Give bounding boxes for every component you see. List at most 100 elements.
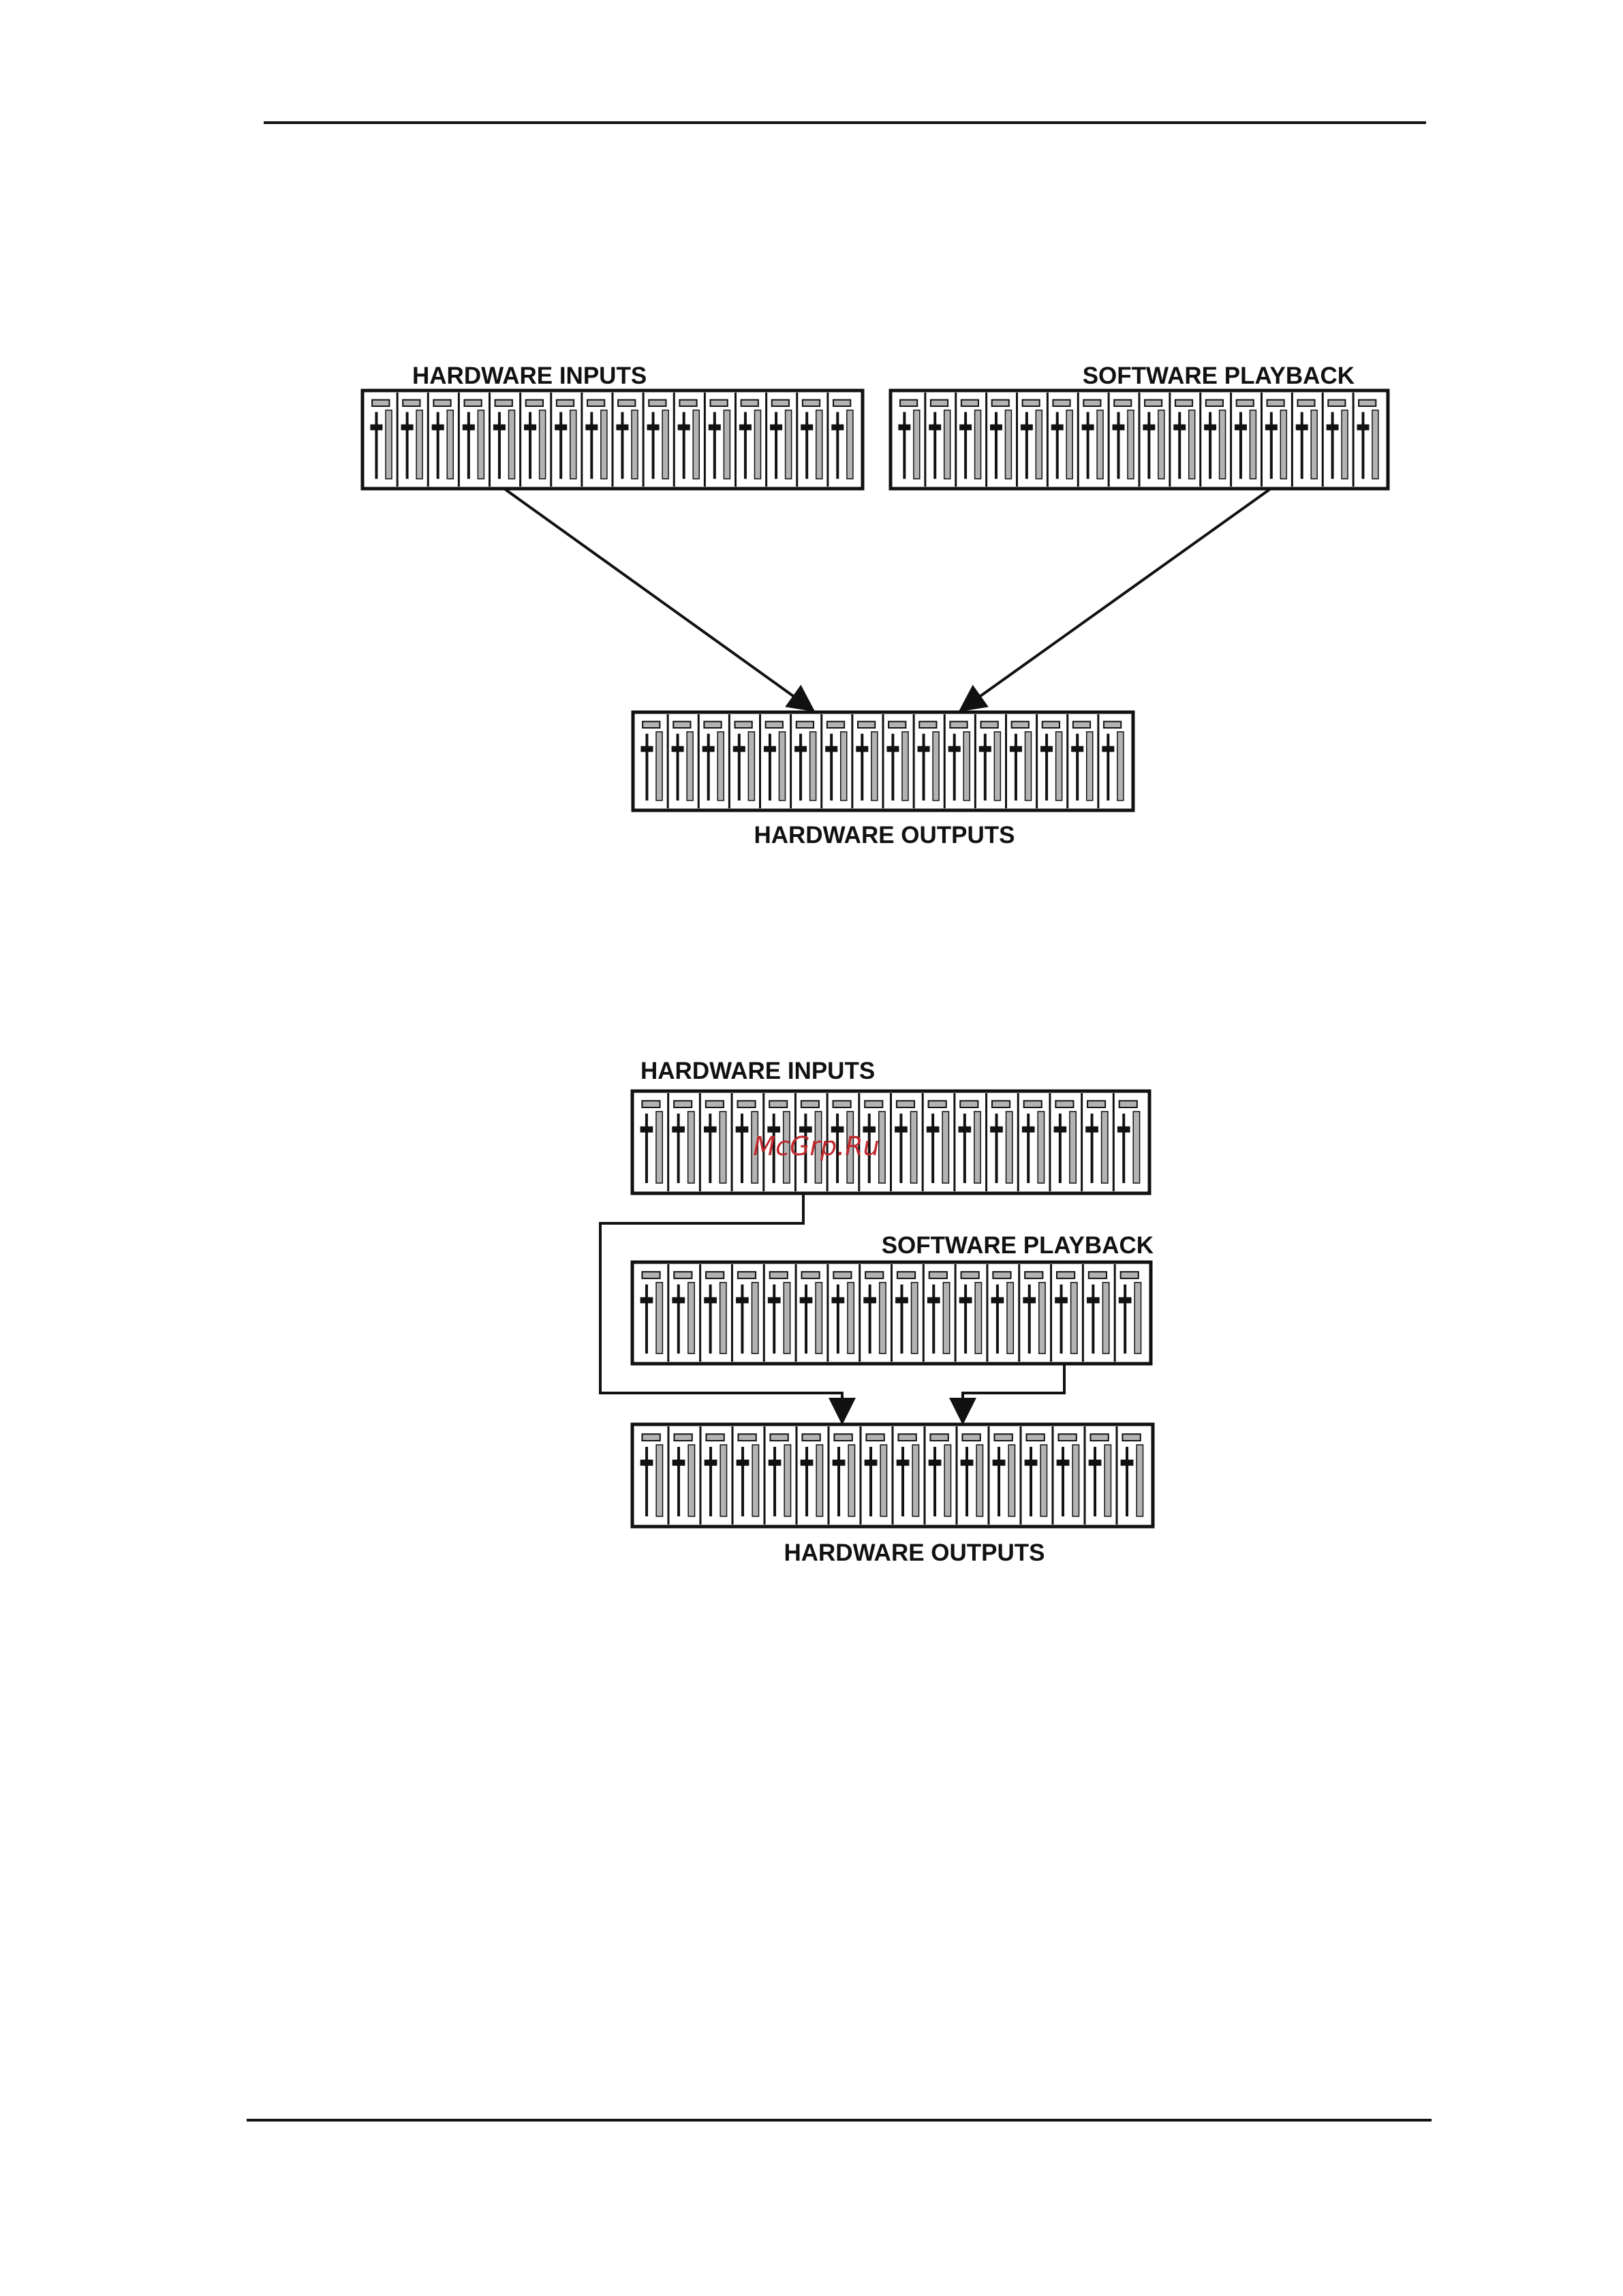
meter-cap — [587, 400, 604, 406]
level-meter — [1311, 410, 1317, 479]
meter-cap — [833, 400, 850, 406]
level-meter — [786, 410, 792, 479]
meter-cap — [770, 1434, 788, 1441]
meter-cap — [403, 400, 420, 406]
level-meter — [1038, 1112, 1044, 1183]
fader-knob — [990, 1127, 1003, 1133]
level-meter — [784, 1445, 790, 1516]
level-meter — [1072, 1445, 1079, 1516]
meter-cap — [1087, 1101, 1105, 1107]
fader-knob — [927, 1297, 940, 1303]
top-hardware-inputs-mixer — [362, 391, 863, 489]
fader-knob — [1102, 746, 1114, 752]
level-meter — [754, 410, 760, 479]
level-meter — [717, 732, 724, 801]
top-arrow-playback-to-outputs — [961, 489, 1271, 710]
meter-cap — [674, 1272, 692, 1279]
fader-knob — [764, 746, 776, 752]
meter-cap — [992, 400, 1009, 406]
fader-knob — [863, 1297, 876, 1303]
fader-knob — [1113, 425, 1125, 431]
meter-cap — [834, 1434, 852, 1441]
level-meter — [975, 410, 981, 479]
fader-knob — [524, 425, 536, 431]
level-meter — [1056, 732, 1062, 801]
level-meter — [912, 1445, 918, 1516]
meter-cap — [1206, 400, 1223, 406]
top-software-playback-mixer — [891, 391, 1388, 489]
meter-cap — [833, 1272, 851, 1279]
fader-knob — [1055, 1297, 1068, 1303]
meter-cap — [1023, 400, 1040, 406]
meter-cap — [735, 722, 752, 728]
fader-knob — [769, 1460, 782, 1466]
level-meter — [1036, 410, 1042, 479]
level-meter — [1070, 1112, 1076, 1183]
level-meter — [1134, 1283, 1141, 1353]
meter-cap — [1175, 400, 1192, 406]
fader-knob — [1087, 1297, 1100, 1303]
meter-cap — [803, 400, 820, 406]
fader-knob — [1082, 425, 1094, 431]
fader-knob — [979, 746, 991, 752]
meter-cap — [929, 1272, 947, 1279]
level-meter — [1005, 410, 1011, 479]
fader-knob — [801, 1460, 814, 1466]
level-meter — [933, 732, 939, 801]
fader-knob — [800, 1297, 813, 1303]
fader-knob — [640, 1297, 653, 1303]
fader-knob — [1010, 746, 1022, 752]
level-meter — [943, 1283, 949, 1353]
meter-cap — [1297, 400, 1314, 406]
fader-knob — [1022, 1127, 1035, 1133]
meter-cap — [433, 400, 450, 406]
level-meter — [902, 732, 908, 801]
meter-cap — [706, 1434, 724, 1441]
meter-cap — [769, 1101, 787, 1107]
level-meter — [784, 1283, 790, 1353]
meter-cap — [642, 1434, 660, 1441]
fader-knob — [1023, 1297, 1036, 1303]
meter-cap — [1122, 1434, 1140, 1441]
level-meter — [416, 410, 422, 479]
meter-cap — [642, 1101, 660, 1107]
meter-cap — [557, 400, 574, 406]
meter-cap — [961, 400, 978, 406]
fader-knob — [1089, 1460, 1102, 1466]
level-meter — [1071, 1283, 1077, 1353]
fader-knob — [959, 425, 972, 431]
level-meter — [386, 410, 392, 479]
level-meter — [871, 732, 878, 801]
level-meter — [1133, 1112, 1139, 1183]
meter-cap — [801, 1272, 819, 1279]
fader-knob — [898, 425, 910, 431]
bottom-hardware-outputs-mixer — [632, 1424, 1153, 1527]
fader-knob — [1235, 425, 1247, 431]
fader-knob — [463, 425, 475, 431]
meter-cap — [865, 1272, 883, 1279]
bottom-hardware-outputs-label: HARDWARE OUTPUTS — [784, 1540, 1045, 1566]
level-meter — [570, 410, 576, 479]
bottom-hardware-inputs-label: HARDWARE INPUTS — [640, 1058, 875, 1084]
level-meter — [1220, 410, 1226, 479]
fader-knob — [1021, 425, 1033, 431]
level-meter — [994, 732, 1000, 801]
meter-cap — [741, 400, 758, 406]
level-meter — [1102, 1112, 1108, 1183]
fader-knob — [1040, 746, 1053, 752]
level-meter — [1137, 1445, 1143, 1516]
level-meter — [1007, 1283, 1013, 1353]
fader-knob — [1357, 425, 1370, 431]
level-meter — [688, 1445, 694, 1516]
meter-cap — [372, 400, 389, 406]
level-meter — [1087, 732, 1093, 801]
fader-knob — [1085, 1127, 1098, 1133]
meter-cap — [1083, 400, 1100, 406]
level-meter — [720, 1445, 726, 1516]
level-meter — [1040, 1445, 1047, 1516]
fader-knob — [640, 746, 653, 752]
level-meter — [976, 1445, 983, 1516]
meter-cap — [643, 722, 660, 728]
bottom-hardware-inputs-mixer — [632, 1091, 1149, 1193]
fader-knob — [704, 1297, 717, 1303]
